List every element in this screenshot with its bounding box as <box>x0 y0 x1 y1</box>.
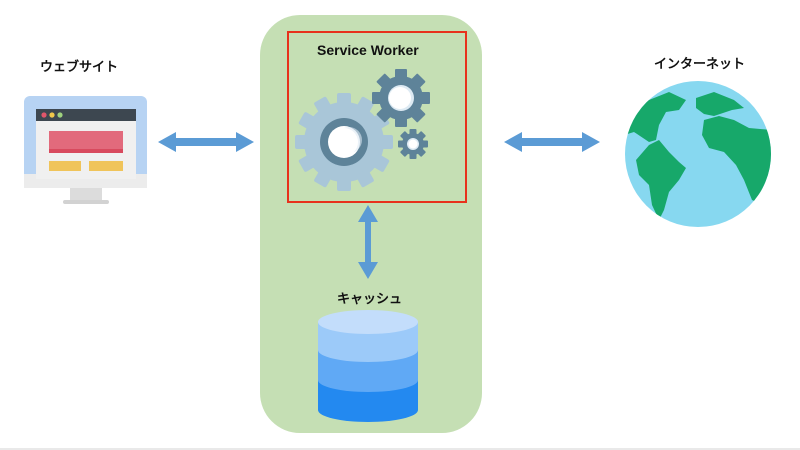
gears-icon <box>295 69 430 191</box>
database-icon <box>318 310 418 422</box>
cache-label: キャッシュ <box>337 292 403 307</box>
globe-icon <box>625 81 771 227</box>
internet-label: インターネット <box>654 57 746 72</box>
monitor-icon <box>24 96 147 204</box>
bottom-divider <box>0 448 800 450</box>
arrow-service-worker-cache <box>358 205 378 279</box>
arrow-website-service-worker <box>158 132 254 152</box>
arrow-service-worker-internet <box>504 132 600 152</box>
website-label: ウェブサイト <box>40 60 119 75</box>
service-worker-highlight-box <box>287 31 467 203</box>
service-worker-label: Service Worker <box>317 42 419 58</box>
